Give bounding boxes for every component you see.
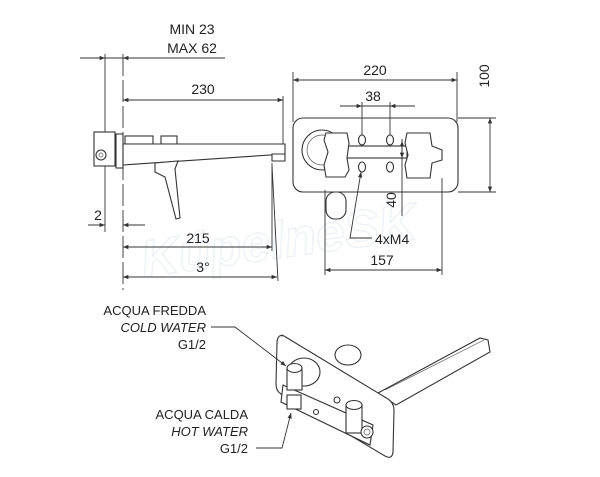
block [160, 135, 178, 145]
hot-label-thread: G1/2 [220, 441, 248, 456]
screw-icon [357, 161, 367, 173]
hot-leader [256, 412, 292, 449]
outlet-iso [360, 425, 374, 439]
diverter-body [404, 132, 443, 179]
wall-plate-side [115, 133, 124, 169]
dim-100: 100 [476, 64, 492, 88]
lever-front [325, 191, 347, 220]
dim-220: 220 [363, 62, 387, 78]
dim-38: 38 [365, 88, 381, 104]
cold-label-thread: G1/2 [178, 337, 206, 352]
bracket [93, 131, 116, 167]
inlet-circle [95, 149, 107, 161]
iso-view: ACQUA FREDDA COLD WATER G1/2 ACQUA CALDA… [103, 303, 491, 458]
rear-cartridge [334, 344, 362, 366]
cold-label-en: COLD WATER [121, 320, 206, 335]
min-label: MIN 23 [169, 21, 214, 37]
screw-leader [349, 171, 372, 239]
inlet-inner [98, 152, 104, 158]
screw-icon [385, 161, 395, 173]
diverter-opening [345, 399, 363, 411]
angle-line [271, 164, 279, 282]
aerator [271, 153, 286, 162]
body-bar [346, 145, 408, 159]
screw-icon [333, 396, 341, 404]
cold-inlet-opening [286, 362, 303, 374]
block [124, 135, 154, 145]
spout-side [122, 143, 286, 166]
screw-icon [357, 134, 367, 146]
dim-230: 230 [191, 81, 215, 97]
dim-157: 157 [370, 252, 394, 268]
hot-label-it: ACQUA CALDA [156, 407, 249, 422]
dim-40: 40 [383, 192, 399, 208]
screw-icon [385, 134, 395, 146]
max-label: MAX 62 [167, 40, 217, 56]
side-view: MIN 23 MAX 62 230 2 215 3° [80, 21, 286, 290]
front-view: 220 100 38 40 4xM4 1 [292, 62, 496, 275]
cold-leader [211, 326, 287, 367]
dim-215: 215 [186, 230, 210, 246]
valve-body [323, 132, 350, 178]
screws-label: 4xM4 [375, 231, 409, 247]
outlet-inner [363, 428, 371, 436]
screw-icon [312, 408, 320, 416]
hot-inlet [286, 394, 302, 410]
cold-label-it: ACQUA FREDDA [103, 303, 206, 318]
lever-side [154, 160, 181, 220]
dim-3deg: 3° [196, 259, 209, 275]
hot-label-en: HOT WATER [171, 424, 248, 439]
spout-edge [384, 339, 485, 391]
dim-2: 2 [94, 207, 102, 223]
spout-iso [376, 337, 491, 406]
